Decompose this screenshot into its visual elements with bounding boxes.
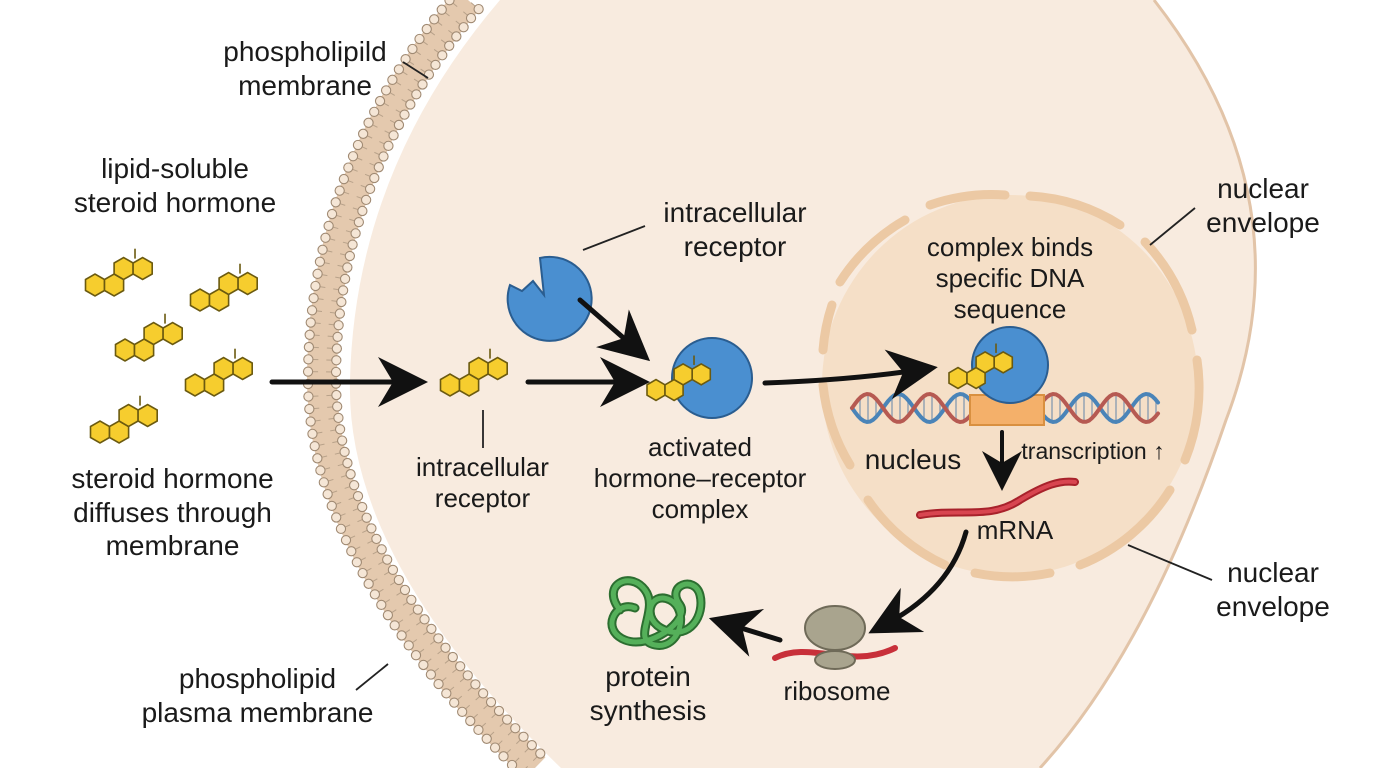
label-intracellular-receptor-top: intracellular receptor bbox=[663, 197, 807, 262]
intracellular-receptor-shape bbox=[506, 255, 593, 342]
label-protein-synthesis: protein synthesis bbox=[589, 661, 707, 726]
steroid-molecule bbox=[189, 263, 259, 312]
label-nuclear-envelope-top: nuclear envelope bbox=[1206, 173, 1320, 238]
label-lipid-soluble-steroid-hormone: lipid-soluble steroid hormone bbox=[73, 153, 277, 218]
activated-complex-shape bbox=[646, 337, 753, 419]
steroid-molecule bbox=[948, 343, 1014, 390]
steroid-molecule bbox=[114, 313, 183, 362]
label-ribosome: ribosome bbox=[783, 676, 891, 706]
arrow-to-nucleus bbox=[762, 349, 938, 400]
leader-lines bbox=[355, 61, 1213, 691]
arrow-mrna-export bbox=[868, 529, 969, 634]
steroid-molecule bbox=[184, 348, 253, 397]
label-mrna: mRNA bbox=[976, 515, 1054, 545]
steroid-molecule bbox=[439, 348, 509, 397]
nuclear-envelope-segments bbox=[818, 190, 1204, 582]
dna-bound-complex-shape bbox=[948, 326, 1049, 404]
label-complex-binds-dna: complex binds specific DNA sequence bbox=[926, 232, 1094, 325]
arrow-receptor-binding bbox=[577, 297, 651, 362]
label-nucleus: nucleus bbox=[864, 444, 962, 475]
label-transcription: transcription ↑ bbox=[1021, 438, 1165, 464]
label-activated-hormone-receptor-complex: activated hormone–receptor complex bbox=[593, 432, 807, 525]
protein-chain-shape bbox=[607, 576, 706, 650]
label-nuclear-envelope-bottom: nuclear envelope bbox=[1216, 557, 1330, 622]
cell-outer-edge bbox=[1038, 0, 1257, 768]
process-arrows bbox=[269, 297, 1022, 657]
steroid-molecule bbox=[89, 395, 158, 444]
hormone-molecules bbox=[84, 248, 509, 444]
ribosome-shape bbox=[772, 605, 898, 670]
label-intracellular-receptor-mid: intracellular receptor bbox=[416, 452, 549, 514]
arrow-translation bbox=[708, 608, 783, 657]
label-phospholipid-plasma-membrane: phospholipid plasma membrane bbox=[141, 663, 374, 728]
steroid-molecule bbox=[84, 248, 153, 297]
label-steroid-hormone-diffuses: steroid hormone diffuses through membran… bbox=[71, 463, 274, 562]
label-phospholipid-membrane: phospholipild membrane bbox=[223, 36, 387, 101]
